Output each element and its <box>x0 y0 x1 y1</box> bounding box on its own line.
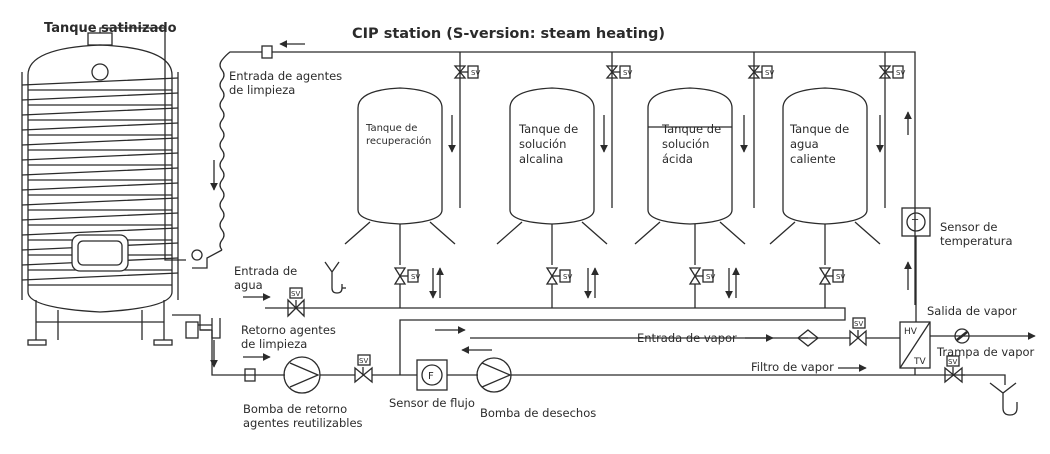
sv-valve-steam <box>849 317 867 347</box>
sv-label: SV <box>411 273 420 281</box>
label-entrada-agua: Entrada de agua <box>234 264 298 292</box>
sv-label: SV <box>471 69 480 77</box>
diagram-title: CIP station (S-version: steam heating) <box>352 26 666 42</box>
label-trampa-vapor: Trampa de vapor <box>937 345 1035 359</box>
flow-symbol: F <box>428 371 434 382</box>
sv-valve-water <box>287 287 305 318</box>
tank-label-recuperacion: Tanque de recuperación <box>366 123 432 147</box>
sv-label: SV <box>765 69 774 77</box>
sv-label: SV <box>836 273 845 281</box>
label-bomba-desechos: Bomba de desechos <box>480 406 597 420</box>
sv-valve-top-4 <box>878 65 904 79</box>
sv-label: SV <box>563 273 572 281</box>
sv-label: SV <box>623 69 632 77</box>
sv-label: SV <box>896 69 905 77</box>
sv-label: SV <box>359 357 368 365</box>
hv-symbol: HV <box>904 327 918 337</box>
water-manifold <box>265 307 846 375</box>
tank-alcalina <box>496 87 608 265</box>
tank-acida <box>634 87 746 265</box>
tank-label-alcalina: Tanque de solución alcalina <box>519 122 579 166</box>
label-retorno-agentes: Retorno agentes de limpieza <box>241 323 336 351</box>
tv-symbol: TV <box>913 357 926 367</box>
sv-valve-return <box>354 354 373 384</box>
tank-recuperacion <box>344 87 456 265</box>
label-sensor-flujo: Sensor de flujo <box>389 396 475 410</box>
sv-label: SV <box>854 320 863 328</box>
tank-agua-caliente <box>769 87 881 265</box>
sv-valve-top-3 <box>747 65 773 79</box>
label-sensor-temperatura: Sensor de temperatura <box>940 220 1013 248</box>
tank-label-acida: Tanque de solución ácida <box>662 122 722 166</box>
label-entrada-vapor: Entrada de vapor <box>637 331 737 345</box>
tank-label-agua-caliente: Tanque de agua caliente <box>790 122 850 166</box>
label-salida-vapor: Salida de vapor <box>927 304 1017 318</box>
label-filtro-vapor: Filtro de vapor <box>751 360 834 374</box>
label-bomba-retorno: Bomba de retorno agentes reutilizables <box>243 402 363 430</box>
sv-valve-bottom-3 <box>688 267 714 285</box>
sv-valve-top-2 <box>605 65 631 79</box>
sv-valve-top-1 <box>453 65 479 79</box>
sv-valve-bottom-2 <box>545 267 571 285</box>
sv-valve-bottom-1 <box>393 267 419 285</box>
sanitized-tank <box>21 27 210 346</box>
sv-label: SV <box>291 290 300 298</box>
sv-label: SV <box>706 273 715 281</box>
temp-symbol: T <box>911 218 919 229</box>
main-tank-title: Tanque satinizado <box>44 21 177 36</box>
label-entrada-agentes: Entrada de agentes de limpieza <box>229 69 343 97</box>
supply-line <box>219 51 262 251</box>
sv-valve-bottom-4 <box>818 267 844 285</box>
sv-valve-steam-out <box>944 355 963 384</box>
sv-label: SV <box>948 358 957 366</box>
